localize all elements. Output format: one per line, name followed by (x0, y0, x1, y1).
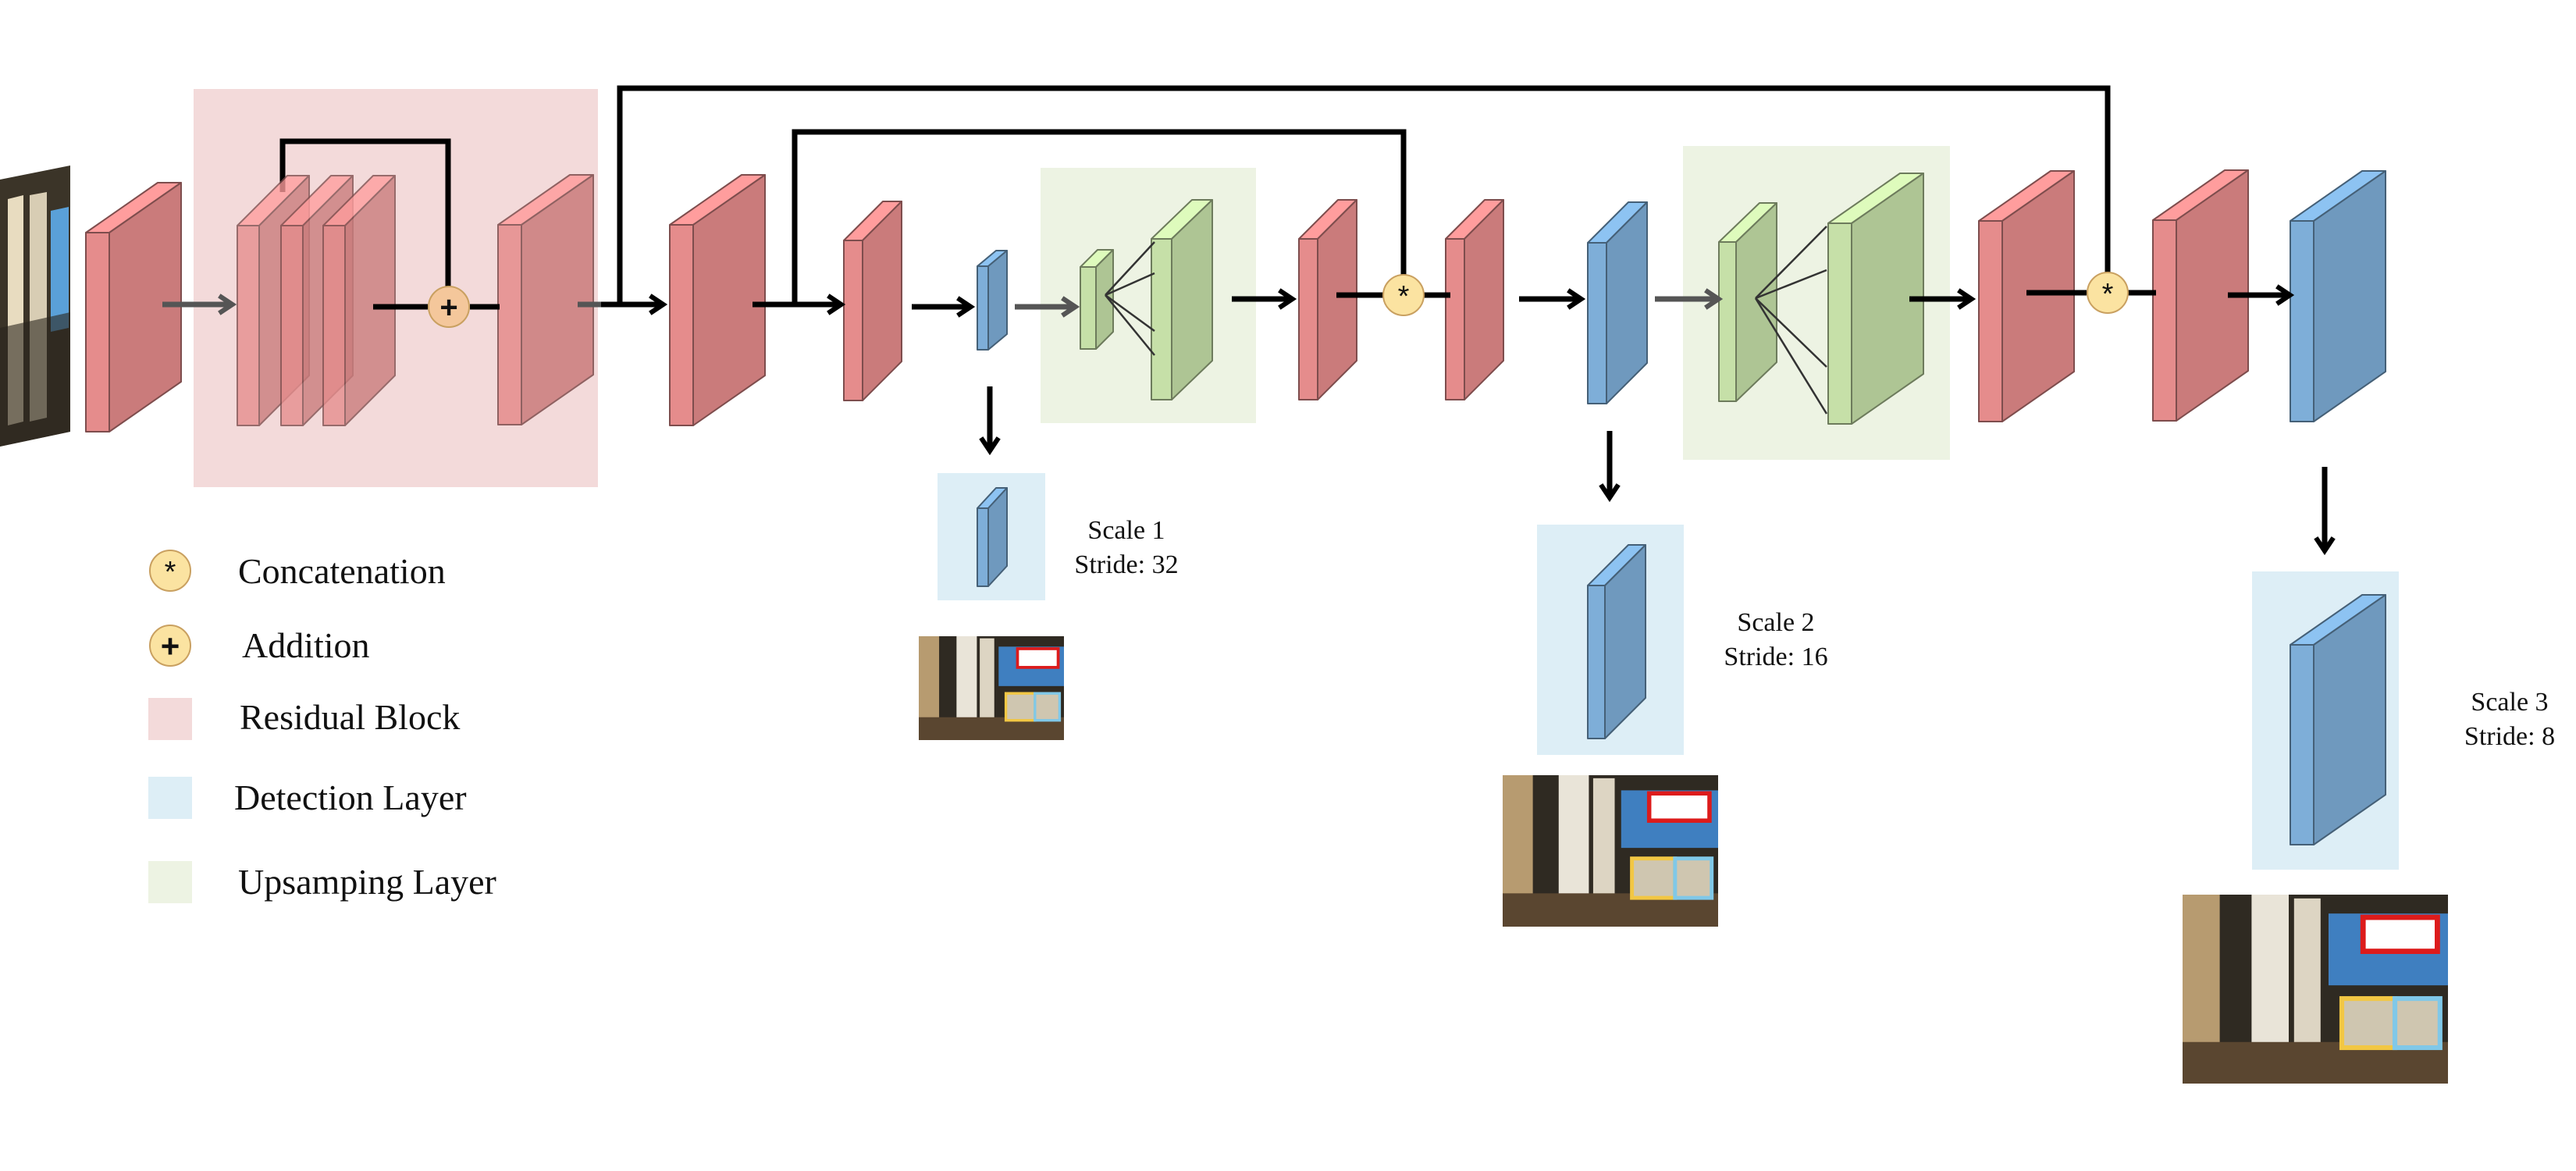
legend-concatenation: * Concatenation (149, 550, 446, 592)
upsampling-region-1 (1041, 168, 1256, 423)
output-photo-scale-3 (2183, 895, 2448, 1084)
addition-operator: + (428, 286, 470, 328)
concatenation-operator-2: * (2087, 272, 2129, 314)
upsample-2-small (1718, 202, 1777, 402)
short-skip-connection (792, 129, 1407, 304)
legend-residual-label: Residual Block (240, 697, 460, 737)
scale-2-name: Scale 2 (1737, 608, 1814, 637)
scale-1-name: Scale 1 (1087, 516, 1165, 545)
upsample-2-large (1827, 173, 1924, 425)
residual-conv-out (497, 174, 594, 425)
detection-block-scale-1 (977, 250, 1008, 351)
legend-upsampling-label: Upsamping Layer (238, 862, 496, 902)
legend-addition: + Addition (149, 625, 370, 667)
long-skip-connection (617, 85, 2111, 304)
scale-1-label: Scale 1 Stride: 32 (1074, 516, 1178, 579)
concatenation-operator-1: * (1382, 274, 1425, 316)
concat-symbol-2: * (2102, 278, 2114, 311)
output-photo-scale-1 (919, 636, 1064, 740)
legend-upsampling-layer: Upsamping Layer (148, 861, 496, 903)
scale-3-stride: Stride: 8 (2464, 722, 2555, 751)
concat-symbol-1: * (1398, 280, 1410, 313)
detection-out-scale-1 (977, 487, 1008, 587)
conv-block-7 (2152, 169, 2249, 422)
scale-1-stride: Stride: 32 (1074, 550, 1178, 579)
legend-residual-block: Residual Block (148, 697, 460, 740)
legend-concatenation-label: Concatenation (238, 551, 446, 591)
legend-addition-label: Addition (242, 625, 370, 665)
detection-block-scale-2 (1587, 201, 1648, 404)
conv-block-5 (1445, 199, 1504, 400)
legend: * Concatenation + Addition Residual Bloc… (148, 550, 496, 903)
conv-block-2 (669, 174, 766, 426)
upsample-1-small (1080, 249, 1114, 350)
detection-out-scale-2 (1587, 544, 1646, 739)
conv-block-6 (1978, 170, 2075, 422)
scale-2-stride: Stride: 16 (1724, 642, 1827, 671)
output-photos (919, 636, 2448, 1084)
skip-connections (279, 85, 2111, 304)
legend-upsampling-swatch (148, 861, 192, 903)
input-image (0, 166, 70, 447)
upsample-1-large (1151, 199, 1213, 400)
scale-3-name: Scale 3 (2471, 688, 2548, 717)
addition-symbol: + (439, 290, 457, 325)
upsampling-fan-lines (1105, 226, 1828, 415)
detection-block-scale-3 (2290, 170, 2386, 422)
legend-detection-layer: Detection Layer (148, 777, 467, 819)
output-photo-scale-2 (1503, 775, 1718, 927)
conv-block-input (85, 182, 182, 432)
residual-conv-3 (322, 175, 396, 426)
legend-detection-label: Detection Layer (234, 778, 467, 817)
scale-3-label: Scale 3 Stride: 8 (2464, 688, 2555, 751)
conv-block-3 (843, 201, 902, 401)
scale-2-label: Scale 2 Stride: 16 (1724, 608, 1827, 671)
conv-block-4 (1298, 199, 1357, 400)
residual-shortcut (279, 138, 451, 289)
flow-arrows (162, 284, 2336, 556)
legend-addition-symbol: + (161, 628, 180, 664)
legend-residual-swatch (148, 698, 192, 740)
legend-detection-swatch (148, 777, 192, 819)
detection-out-scale-3 (2290, 594, 2386, 845)
legend-concat-symbol: * (165, 556, 176, 589)
layer-blocks (85, 169, 2386, 845)
